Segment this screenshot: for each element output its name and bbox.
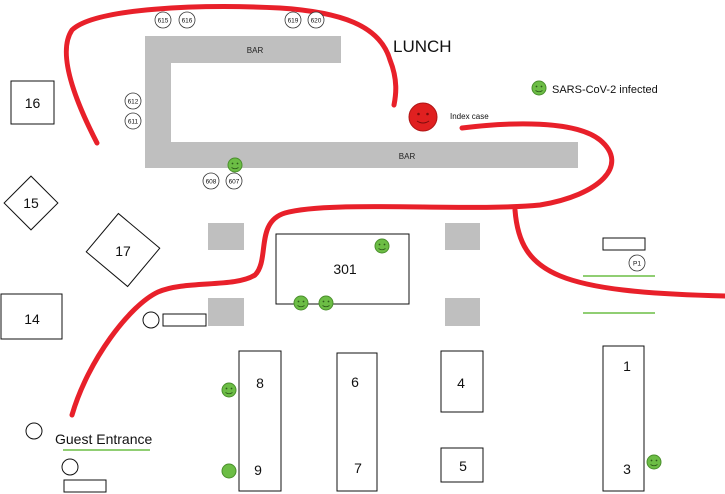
table-5	[440, 447, 484, 483]
entrance-label: Guest Entrance	[55, 431, 152, 447]
grey-block-4	[445, 298, 480, 326]
infected-person-table-3	[646, 454, 662, 470]
seat-612-label: 612	[128, 99, 139, 106]
seat-620-label: 620	[311, 18, 322, 25]
seat-611	[124, 112, 142, 130]
table-1-3	[602, 345, 645, 492]
seat-p1	[628, 254, 646, 272]
grey-block-1	[208, 223, 244, 250]
infected-markers	[221, 157, 662, 479]
transmission-path-upper	[63, 4, 399, 146]
bar-label-bottom: BAR	[399, 152, 416, 161]
transmission-path-lower	[69, 121, 615, 418]
chair-circle-entrance	[25, 422, 43, 440]
seat-612	[124, 92, 142, 110]
chair-circle-1	[142, 311, 160, 329]
seat-616-label: 616	[182, 18, 193, 25]
seat-620	[307, 11, 325, 29]
table-3-label: 3	[623, 461, 631, 477]
seat-607-label: 607	[229, 179, 240, 186]
bar-seats: 615 616 619 620 612 611 608 607	[124, 11, 325, 190]
table-301-label: 301	[333, 261, 357, 277]
small-table-p1	[602, 237, 646, 251]
table-5-label: 5	[459, 458, 467, 474]
table-17-label: 17	[115, 243, 131, 259]
seat-619	[284, 11, 302, 29]
seat-615-label: 615	[158, 18, 169, 25]
small-table-2	[63, 479, 107, 493]
seat-608	[202, 172, 220, 190]
table-14-label: 14	[24, 311, 40, 327]
infected-person-bar-607	[227, 157, 243, 173]
table-8-label: 8	[256, 375, 264, 391]
seat-616	[178, 11, 196, 29]
bar-top	[145, 36, 341, 63]
table-15	[3, 175, 59, 231]
infected-person-table-9	[221, 463, 237, 479]
table-6-label: 6	[351, 374, 359, 390]
table-6-7	[336, 352, 378, 492]
bar-bottom	[145, 142, 578, 168]
table-8-9	[238, 350, 282, 492]
table-14	[0, 293, 63, 340]
table-16-label: 16	[25, 95, 41, 111]
index-case: Index case	[408, 102, 489, 132]
table-15-label: 15	[23, 195, 39, 211]
seat-607	[225, 172, 243, 190]
legend-label: SARS-CoV-2 infected	[552, 84, 658, 96]
transmission-path-branch	[512, 207, 725, 299]
bar-label-top: BAR	[247, 46, 264, 55]
table-16	[10, 80, 55, 125]
legend: SARS-CoV-2 infected	[531, 80, 658, 96]
table-1-label: 1	[623, 358, 631, 374]
seat-p1-label: P1	[633, 261, 641, 268]
grey-block-2	[445, 223, 480, 250]
seat-619-label: 619	[288, 18, 299, 25]
table-7-label: 7	[354, 460, 362, 476]
infected-person-table-8	[221, 382, 237, 398]
index-case-label: Index case	[450, 112, 489, 121]
table-9-label: 9	[254, 462, 262, 478]
infected-person-301-a	[374, 238, 390, 254]
seat-611-label: 611	[128, 119, 139, 126]
small-table-1	[162, 313, 207, 327]
infected-person-301-c	[318, 295, 334, 311]
seat-615	[154, 11, 172, 29]
seat-608-label: 608	[206, 179, 217, 186]
table-4	[440, 350, 484, 413]
page-title: LUNCH	[393, 37, 452, 56]
grey-block-3	[208, 298, 244, 326]
table-4-label: 4	[457, 375, 465, 391]
table-17	[85, 212, 161, 288]
chair-circle-2	[61, 458, 79, 476]
infected-legend-icon	[531, 80, 547, 96]
infected-person-301-b	[293, 295, 309, 311]
index-case-icon	[408, 102, 438, 132]
